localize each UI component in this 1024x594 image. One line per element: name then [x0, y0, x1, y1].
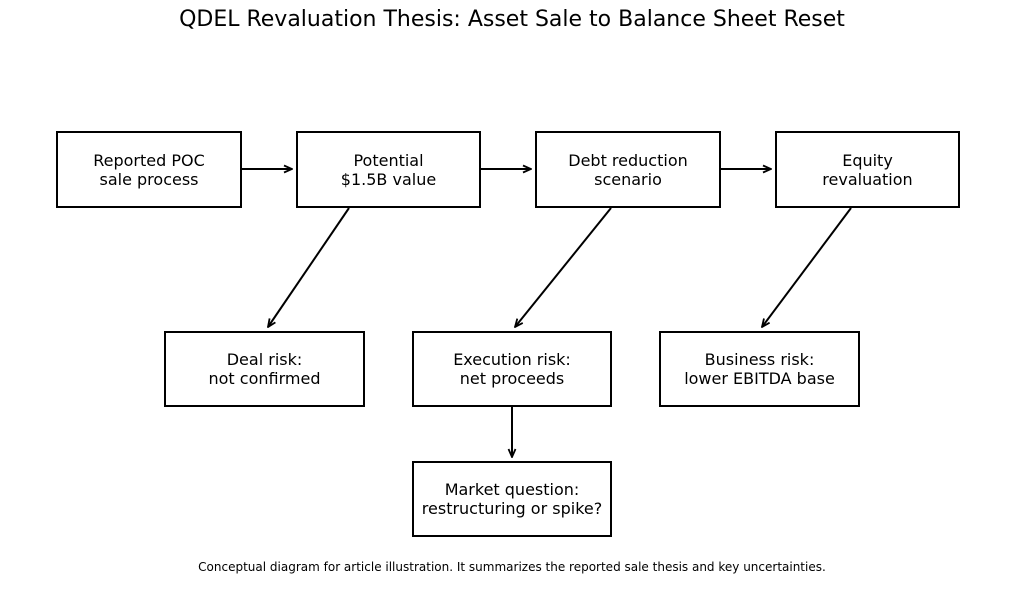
node-market-question-line-1: Market question: — [444, 480, 580, 499]
node-debt-reduction-line-2: scenario — [594, 169, 662, 189]
arrow-equity-to-business-risk — [762, 207, 852, 327]
arrow-value-to-deal-risk — [268, 207, 350, 327]
node-debt-reduction: Debt reduction scenario — [535, 131, 721, 208]
node-deal-risk-line-1: Deal risk: — [226, 350, 303, 369]
node-deal-risk-line-2: not confirmed — [208, 369, 321, 388]
node-equity-revaluation: Equity revaluation — [775, 131, 960, 208]
node-potential-value-line-2: $1.5B value — [340, 169, 437, 189]
diagram-title: QDEL Revaluation Thesis: Asset Sale to B… — [179, 7, 845, 32]
node-business-risk-line-2: lower EBITDA base — [684, 369, 835, 388]
node-execution-risk-line-2: net proceeds — [459, 369, 565, 388]
node-deal-risk: Deal risk: not confirmed — [164, 331, 365, 407]
node-equity-revaluation-line-2: revaluation — [822, 169, 913, 189]
node-execution-risk-line-1: Execution risk: — [453, 350, 571, 369]
node-execution-risk: Execution risk: net proceeds — [412, 331, 612, 407]
node-debt-reduction-line-1: Debt reduction — [568, 150, 688, 170]
node-potential-value-line-1: Potential — [353, 150, 424, 170]
node-equity-revaluation-line-1: Equity — [842, 150, 893, 170]
node-reported-poc-line-2: sale process — [99, 169, 199, 189]
node-reported-poc-line-1: Reported POC — [93, 150, 205, 170]
node-market-question: Market question: restructuring or spike? — [412, 461, 612, 537]
node-business-risk-line-1: Business risk: — [704, 350, 815, 369]
node-potential-value: Potential $1.5B value — [296, 131, 481, 208]
node-business-risk: Business risk: lower EBITDA base — [659, 331, 860, 407]
node-reported-poc: Reported POC sale process — [56, 131, 242, 208]
arrow-debt-to-execution-risk — [515, 207, 612, 327]
diagram-caption: Conceptual diagram for article illustrat… — [198, 560, 826, 574]
node-market-question-line-2: restructuring or spike? — [421, 499, 603, 518]
